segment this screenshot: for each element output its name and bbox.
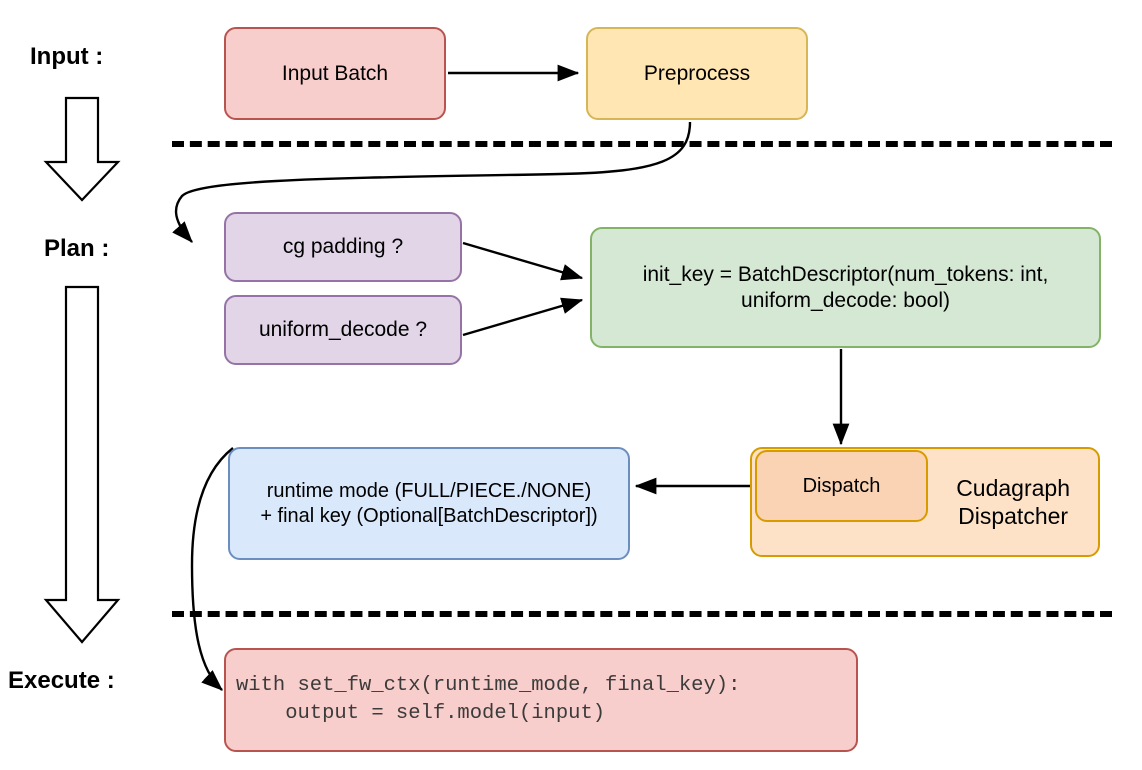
connector-uniform-decode-to-init-key — [462, 297, 584, 337]
node-cg-padding[interactable]: cg padding ? — [224, 212, 462, 282]
node-code-block-text: with set_fw_ctx(runtime_mode, final_key)… — [236, 672, 740, 727]
node-dispatch[interactable]: Dispatch — [755, 450, 928, 522]
node-init-key-line2: uniform_decode: bool) — [741, 288, 950, 312]
connector-cg-padding-to-init-key — [462, 241, 584, 281]
node-input-batch[interactable]: Input Batch — [224, 27, 446, 120]
node-init-key-text: init_key = BatchDescriptor(num_tokens: i… — [600, 262, 1091, 313]
node-cudagraph-dispatcher-line1: Cudagraph — [956, 474, 1070, 501]
node-runtime-mode-text: runtime mode (FULL/PIECE./NONE) + final … — [238, 479, 620, 528]
code-line-2: output = self.model(input) — [236, 702, 606, 725]
code-line-1: with set_fw_ctx(runtime_mode, final_key)… — [236, 674, 741, 698]
plan-execute-divider — [172, 611, 1112, 617]
stage-label-input: Input : — [30, 43, 104, 70]
node-cudagraph-dispatcher-line2: Dispatcher — [958, 503, 1069, 529]
node-runtime-mode-line2: + final key (Optional[BatchDescriptor]) — [260, 504, 598, 527]
node-runtime-mode[interactable]: runtime mode (FULL/PIECE./NONE) + final … — [228, 447, 630, 560]
stage-label-plan: Plan : — [44, 235, 110, 262]
node-init-key[interactable]: init_key = BatchDescriptor(num_tokens: i… — [590, 227, 1101, 348]
plan-to-execute-arrow — [43, 285, 121, 644]
node-input-batch-label: Input Batch — [281, 61, 389, 85]
stage-label-execute: Execute : — [8, 667, 115, 694]
node-preprocess-label: Preprocess — [643, 61, 751, 85]
node-dispatch-label: Dispatch — [802, 474, 881, 497]
node-cudagraph-dispatcher-text: Cudagraph Dispatcher — [956, 474, 1070, 530]
input-to-plan-arrow — [43, 96, 121, 202]
node-code-block[interactable]: with set_fw_ctx(runtime_mode, final_key)… — [224, 648, 858, 752]
node-init-key-line1: init_key = BatchDescriptor(num_tokens: i… — [642, 262, 1049, 286]
input-plan-divider — [172, 141, 1112, 147]
node-runtime-mode-line1: runtime mode (FULL/PIECE./NONE) — [266, 480, 592, 503]
node-preprocess[interactable]: Preprocess — [586, 27, 808, 120]
node-cg-padding-label: cg padding ? — [282, 235, 404, 259]
node-uniform-decode-label: uniform_decode ? — [258, 318, 428, 342]
node-uniform-decode[interactable]: uniform_decode ? — [224, 295, 462, 365]
